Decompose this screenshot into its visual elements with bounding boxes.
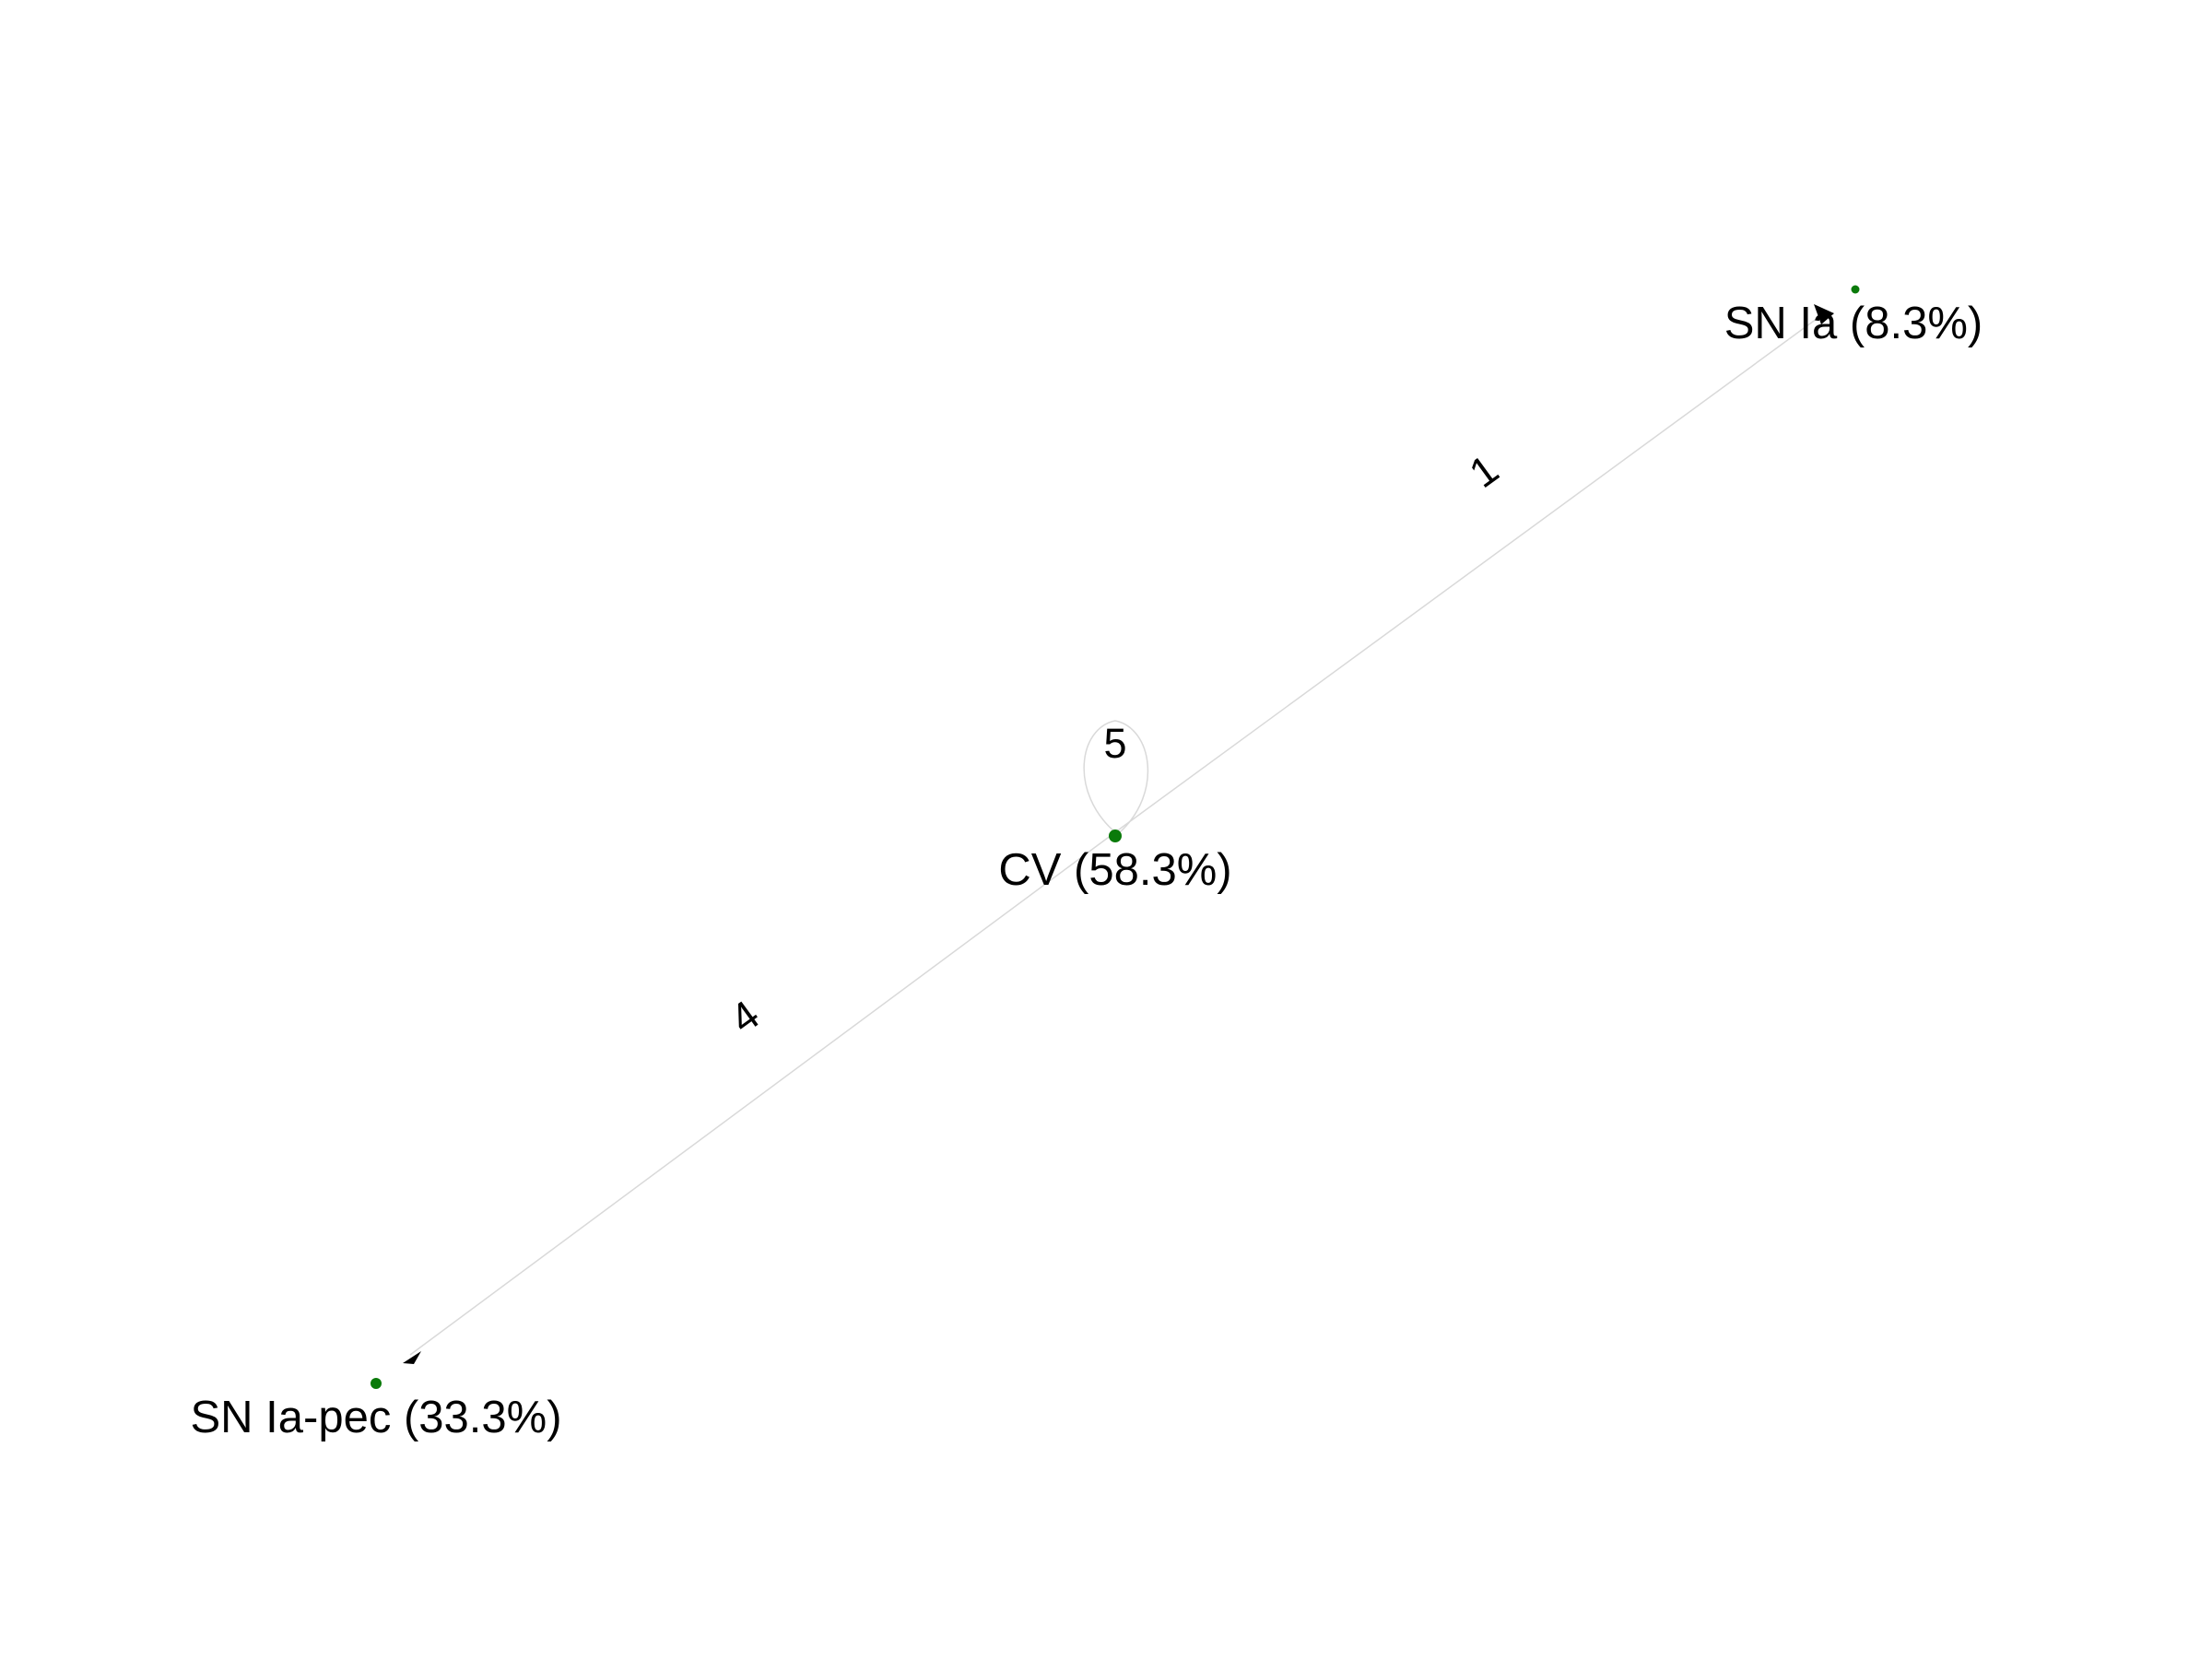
- node-label-cv: CV (58.3%): [998, 845, 1231, 895]
- edge-labels: 5 1 4: [722, 445, 1507, 1042]
- edge-label-cv-to-sn-ia-pec: 4: [722, 991, 768, 1042]
- edge-cv-self-loop: [1083, 720, 1149, 833]
- edge-label-cv-to-sn-ia: 1: [1461, 445, 1507, 497]
- edge-cv-to-sn-ia-pec: [409, 831, 1116, 1356]
- arrowhead-sn-ia-pec: [403, 1351, 421, 1364]
- edge-cv-to-sn-ia: [1114, 315, 1821, 833]
- nodes: [371, 285, 1860, 1389]
- node-cv[interactable]: [1109, 830, 1122, 842]
- node-label-sn-ia-pec: SN Ia-pec (33.3%): [190, 1393, 561, 1442]
- node-label-sn-ia: SN Ia (8.3%): [1724, 299, 1983, 348]
- node-labels: CV (58.3%) SN Ia (8.3%) SN Ia-pec (33.3%…: [190, 299, 1983, 1442]
- edges: [403, 304, 1834, 1364]
- arrowhead-sn-ia: [1814, 304, 1834, 324]
- edge-label-cv-self-loop: 5: [1103, 720, 1126, 767]
- node-sn-ia[interactable]: [1851, 285, 1860, 294]
- node-sn-ia-pec[interactable]: [371, 1378, 382, 1389]
